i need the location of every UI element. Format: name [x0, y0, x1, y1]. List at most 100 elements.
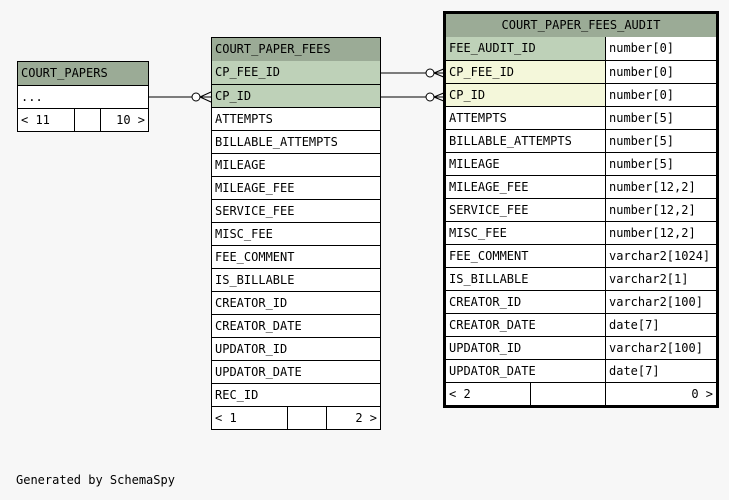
column-name: MILEAGE: [215, 158, 266, 172]
table-row: REC_ID: [212, 383, 380, 406]
table-row: CP_ID: [212, 84, 380, 107]
column-name: MILEAGE: [449, 157, 500, 171]
table-row: UPDATOR_ID varchar2[100]: [446, 336, 716, 359]
parent-count: < 11: [21, 113, 50, 127]
table-header: COURT_PAPER_FEES: [212, 38, 380, 61]
column-name: FEE_COMMENT: [449, 249, 529, 263]
column-type: number[0]: [605, 84, 716, 106]
column-name: FEE_COMMENT: [215, 250, 295, 264]
column-name: MILEAGE_FEE: [449, 180, 529, 194]
table-row: IS_BILLABLE varchar2[1]: [446, 267, 716, 290]
child-count: 10 >: [100, 109, 148, 131]
table-row: UPDATOR_DATE date[7]: [446, 359, 716, 382]
table-row: CREATOR_ID: [212, 291, 380, 314]
table-footer: < 11 10 >: [18, 108, 148, 131]
column-type: number[5]: [605, 153, 716, 175]
table-row: MILEAGE_FEE number[12,2]: [446, 175, 716, 198]
column-type: number[5]: [605, 107, 716, 129]
table-row: ATTEMPTS: [212, 107, 380, 130]
column-name: FEE_AUDIT_ID: [446, 37, 605, 60]
table-row: IS_BILLABLE: [212, 268, 380, 291]
table-row: MISC_FEE number[12,2]: [446, 221, 716, 244]
relationship-cp-id: [379, 91, 447, 103]
table-title: COURT_PAPER_FEES_AUDIT: [446, 14, 716, 37]
table-row: FEE_COMMENT: [212, 245, 380, 268]
table-row: CREATOR_DATE date[7]: [446, 313, 716, 336]
table-header: COURT_PAPER_FEES_AUDIT: [446, 14, 716, 37]
column-name: BILLABLE_ATTEMPTS: [215, 135, 338, 149]
column-name: CP_ID: [446, 84, 605, 106]
column-name: REC_ID: [215, 388, 259, 402]
column-name: CP_FEE_ID: [446, 61, 605, 83]
generated-by-credit: Generated by SchemaSpy: [16, 473, 175, 487]
column-type: varchar2[1]: [605, 268, 716, 290]
table-row: UPDATOR_DATE: [212, 360, 380, 383]
column-name: CP_FEE_ID: [212, 61, 380, 84]
column-name: MISC_FEE: [215, 227, 273, 241]
parent-count: < 2: [449, 387, 471, 401]
column-type: number[5]: [605, 130, 716, 152]
child-count: 2 >: [326, 407, 380, 429]
column-name: ...: [21, 90, 43, 104]
table-row: CP_FEE_ID: [212, 61, 380, 84]
table-footer: < 1 2 >: [212, 406, 380, 429]
column-type: varchar2[1024]: [605, 245, 716, 267]
column-name: IS_BILLABLE: [215, 273, 295, 287]
column-type: varchar2[100]: [605, 291, 716, 313]
column-name: UPDATOR_ID: [449, 341, 522, 355]
column-name: SERVICE_FEE: [449, 203, 529, 217]
table-row: BILLABLE_ATTEMPTS: [212, 130, 380, 153]
footer-spacer: [287, 407, 326, 429]
column-name: CREATOR_ID: [449, 295, 522, 309]
table-header: COURT_PAPERS: [18, 62, 148, 85]
column-name: BILLABLE_ATTEMPTS: [449, 134, 572, 148]
footer-spacer: [530, 383, 605, 405]
table-row: MILEAGE: [212, 153, 380, 176]
column-name: CREATOR_DATE: [449, 318, 536, 332]
column-type: date[7]: [605, 314, 716, 336]
parent-count: < 1: [215, 411, 237, 425]
table-court-papers[interactable]: COURT_PAPERS ... < 11 10 >: [17, 61, 149, 132]
table-title: COURT_PAPER_FEES: [212, 38, 380, 61]
column-name: CREATOR_ID: [215, 296, 288, 310]
table-row: ...: [18, 85, 148, 108]
column-type: number[12,2]: [605, 176, 716, 198]
relationship-court-papers-to-cp-id: [147, 91, 212, 103]
column-name: MISC_FEE: [449, 226, 507, 240]
table-footer: < 2 0 >: [446, 382, 716, 405]
table-title: COURT_PAPERS: [18, 62, 148, 85]
column-type: number[12,2]: [605, 199, 716, 221]
column-name: UPDATOR_DATE: [449, 364, 536, 378]
column-name: CREATOR_DATE: [215, 319, 302, 333]
footer-spacer: [74, 109, 100, 131]
table-row: BILLABLE_ATTEMPTS number[5]: [446, 129, 716, 152]
column-type: varchar2[100]: [605, 337, 716, 359]
column-name: UPDATOR_DATE: [215, 365, 302, 379]
table-row: MILEAGE_FEE: [212, 176, 380, 199]
table-row: UPDATOR_ID: [212, 337, 380, 360]
table-row: FEE_COMMENT varchar2[1024]: [446, 244, 716, 267]
column-name: ATTEMPTS: [449, 111, 507, 125]
table-row: ATTEMPTS number[5]: [446, 106, 716, 129]
table-row: MILEAGE number[5]: [446, 152, 716, 175]
relationship-cp-fee-id: [379, 67, 447, 79]
column-name: IS_BILLABLE: [449, 272, 529, 286]
column-name: ATTEMPTS: [215, 112, 273, 126]
column-name: CP_ID: [212, 85, 380, 107]
table-row: CREATOR_DATE: [212, 314, 380, 337]
column-name: SERVICE_FEE: [215, 204, 295, 218]
child-count: 0 >: [605, 383, 716, 405]
table-row: MISC_FEE: [212, 222, 380, 245]
table-row: SERVICE_FEE: [212, 199, 380, 222]
column-type: number[0]: [605, 61, 716, 83]
column-type: number[0]: [605, 37, 716, 60]
table-row: SERVICE_FEE number[12,2]: [446, 198, 716, 221]
column-type: number[12,2]: [605, 222, 716, 244]
column-type: date[7]: [605, 360, 716, 382]
column-name: MILEAGE_FEE: [215, 181, 295, 195]
